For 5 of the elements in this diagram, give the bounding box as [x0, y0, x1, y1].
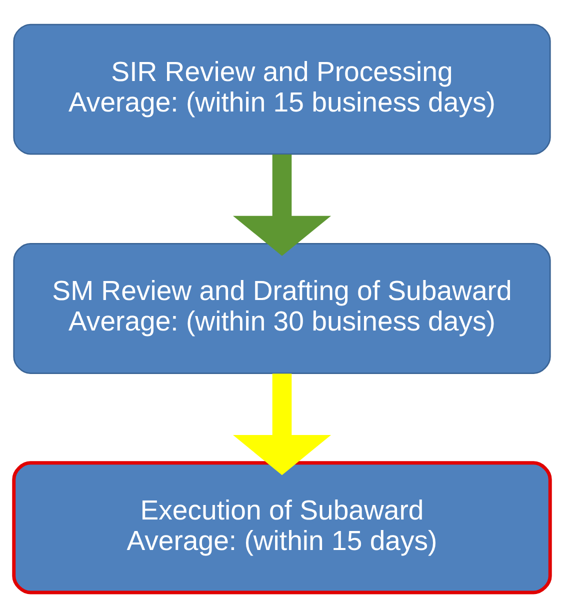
node-box: Execution of Subaward Average: (within 15 days) — [12, 460, 552, 594]
arrow — [232, 154, 332, 256]
arrow — [232, 373, 332, 475]
node-box: SM Review and Drafting of Subaward Average: (within 30 business days) — [13, 242, 551, 374]
node-box: SIR Review and Processing Average: (within 15 business days) — [13, 23, 551, 154]
